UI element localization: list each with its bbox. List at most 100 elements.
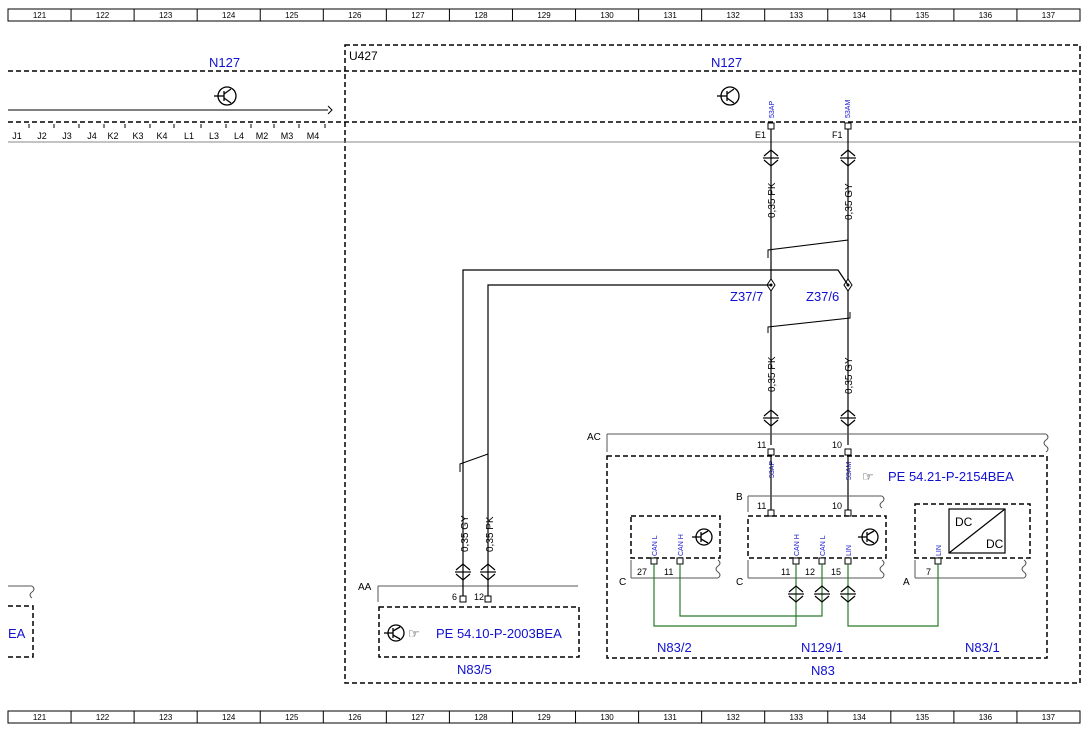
ruler-column-label: 123: [159, 11, 173, 20]
ruler-column-label: 124: [222, 713, 236, 722]
ruler-column-label: 126: [348, 11, 362, 20]
wire-label: 0,35 GY: [844, 357, 855, 394]
ruler-column-label: 125: [285, 713, 299, 722]
dc-out-label: DC: [986, 537, 1004, 551]
reference-pe-5410[interactable]: PE 54.10-P-2003BEA: [436, 626, 562, 641]
reference-pe-5421[interactable]: PE 54.21-P-2154BEA: [888, 469, 1014, 484]
ruler-column-label: 127: [411, 11, 425, 20]
transistor-icon: [384, 624, 405, 642]
n83-boundary: [606, 455, 1048, 659]
signal-can-h-2: CAN H: [794, 534, 801, 556]
fuse-label: M2: [256, 131, 269, 141]
ruler-column-label: 136: [979, 713, 993, 722]
fuse-label: K3: [132, 131, 143, 141]
connector-e1: E1: [755, 130, 766, 140]
signal-can-l-2: CAN L: [820, 535, 827, 556]
connector-c2-label: C: [736, 577, 743, 588]
pin-label: 6: [452, 592, 457, 602]
module-label-n83-1: N83/1: [965, 640, 1000, 655]
hand-pointer-icon: ☞: [862, 469, 874, 484]
signal-53ap-top: 53AP: [769, 101, 776, 118]
ruler-column-label: 131: [663, 11, 677, 20]
pin-label: 7: [926, 567, 931, 577]
plug-connector-icon: [840, 149, 856, 167]
ruler-column-label: 131: [663, 713, 677, 722]
module-label-n129-1: N129/1: [801, 640, 843, 655]
n127-left-label: N127: [209, 55, 240, 70]
fuse-label: L1: [184, 131, 194, 141]
partial-module-label: EA: [8, 626, 26, 641]
connector-f1: F1: [832, 130, 843, 140]
ruler-column-label: 124: [222, 11, 236, 20]
pin-label: 11: [664, 567, 673, 577]
pin-label: 10: [832, 440, 842, 450]
transistor-icon: [717, 86, 740, 106]
transistor-icon: [858, 528, 879, 546]
connector-c1-label: C: [619, 577, 626, 588]
ruler-column-label: 129: [537, 11, 551, 20]
ruler-column-label: 135: [916, 11, 930, 20]
ruler-column-label: 127: [411, 713, 425, 722]
plug-connector-icon: [840, 409, 856, 427]
dc-in-label: DC: [955, 515, 973, 529]
n83-1-device: [914, 503, 1031, 559]
module-label-n83: N83: [811, 663, 835, 678]
ruler-column-label: 125: [285, 11, 299, 20]
pin-label: 11: [757, 501, 766, 511]
ruler-column-label: 135: [916, 713, 930, 722]
ruler-column-label: 130: [600, 713, 614, 722]
fuse-label: M3: [281, 131, 294, 141]
fuse-label: J2: [37, 131, 47, 141]
signal-lin-2: LIN: [936, 545, 943, 556]
fuse-label: L4: [234, 131, 244, 141]
pin-label: 11: [781, 567, 790, 577]
fuse-label: K4: [156, 131, 167, 141]
ruler-column-label: 133: [790, 713, 804, 722]
fuse-label: J4: [87, 131, 97, 141]
fuse-label: J3: [62, 131, 72, 141]
plug-connector-icon: [763, 149, 779, 167]
ruler-column-label: 121: [33, 713, 47, 722]
signal-53ap-mid: 53AP: [769, 461, 776, 478]
signal-can-l-1: CAN L: [652, 535, 659, 556]
pin-label: 12: [805, 567, 815, 577]
splice-label-z37-6: Z37/6: [806, 289, 839, 304]
ruler-column-label: 122: [96, 713, 110, 722]
connector-b-label: B: [736, 492, 743, 503]
transistor-icon: [692, 528, 713, 546]
signal-can-h-1: CAN H: [678, 534, 685, 556]
ruler-column-label: 134: [853, 713, 867, 722]
connector-aa-label: AA: [358, 582, 372, 593]
connector-ac-label: AC: [587, 432, 601, 443]
plug-connector-icon: [763, 409, 779, 427]
ruler-column-label: 128: [474, 11, 488, 20]
n127-right-label: N127: [711, 55, 742, 70]
transistor-icon: [214, 86, 237, 106]
plug-connector-icon: [814, 585, 830, 603]
fuse-label: M4: [307, 131, 320, 141]
ruler-column-label: 132: [726, 11, 740, 20]
module-label-n83-2: N83/2: [657, 640, 692, 655]
u427-boundary: [344, 44, 1081, 684]
ruler-column-label: 136: [979, 11, 993, 20]
signal-lin-1: LIN: [846, 545, 853, 556]
can-lin-bus-wires: [653, 564, 939, 627]
splice-label-z37-7: Z37/7: [730, 289, 763, 304]
wire-label: 0,35 GY: [460, 515, 471, 552]
pin-label: 10: [832, 501, 842, 511]
ruler-column-label: 134: [853, 11, 867, 20]
fuse-label: J1: [12, 131, 22, 141]
pin-label: 11: [757, 440, 766, 450]
ruler-column-label: 132: [726, 713, 740, 722]
plug-connector-icon: [788, 585, 804, 603]
fuse-label: K2: [107, 131, 118, 141]
signal-53am-mid: 53AM: [846, 462, 853, 480]
plug-connector-icon: [840, 585, 856, 603]
ruler-column-label: 137: [1042, 11, 1056, 20]
ruler-column-label: 126: [348, 713, 362, 722]
pin-label: 27: [637, 567, 647, 577]
hand-pointer-icon: ☞: [408, 626, 420, 641]
